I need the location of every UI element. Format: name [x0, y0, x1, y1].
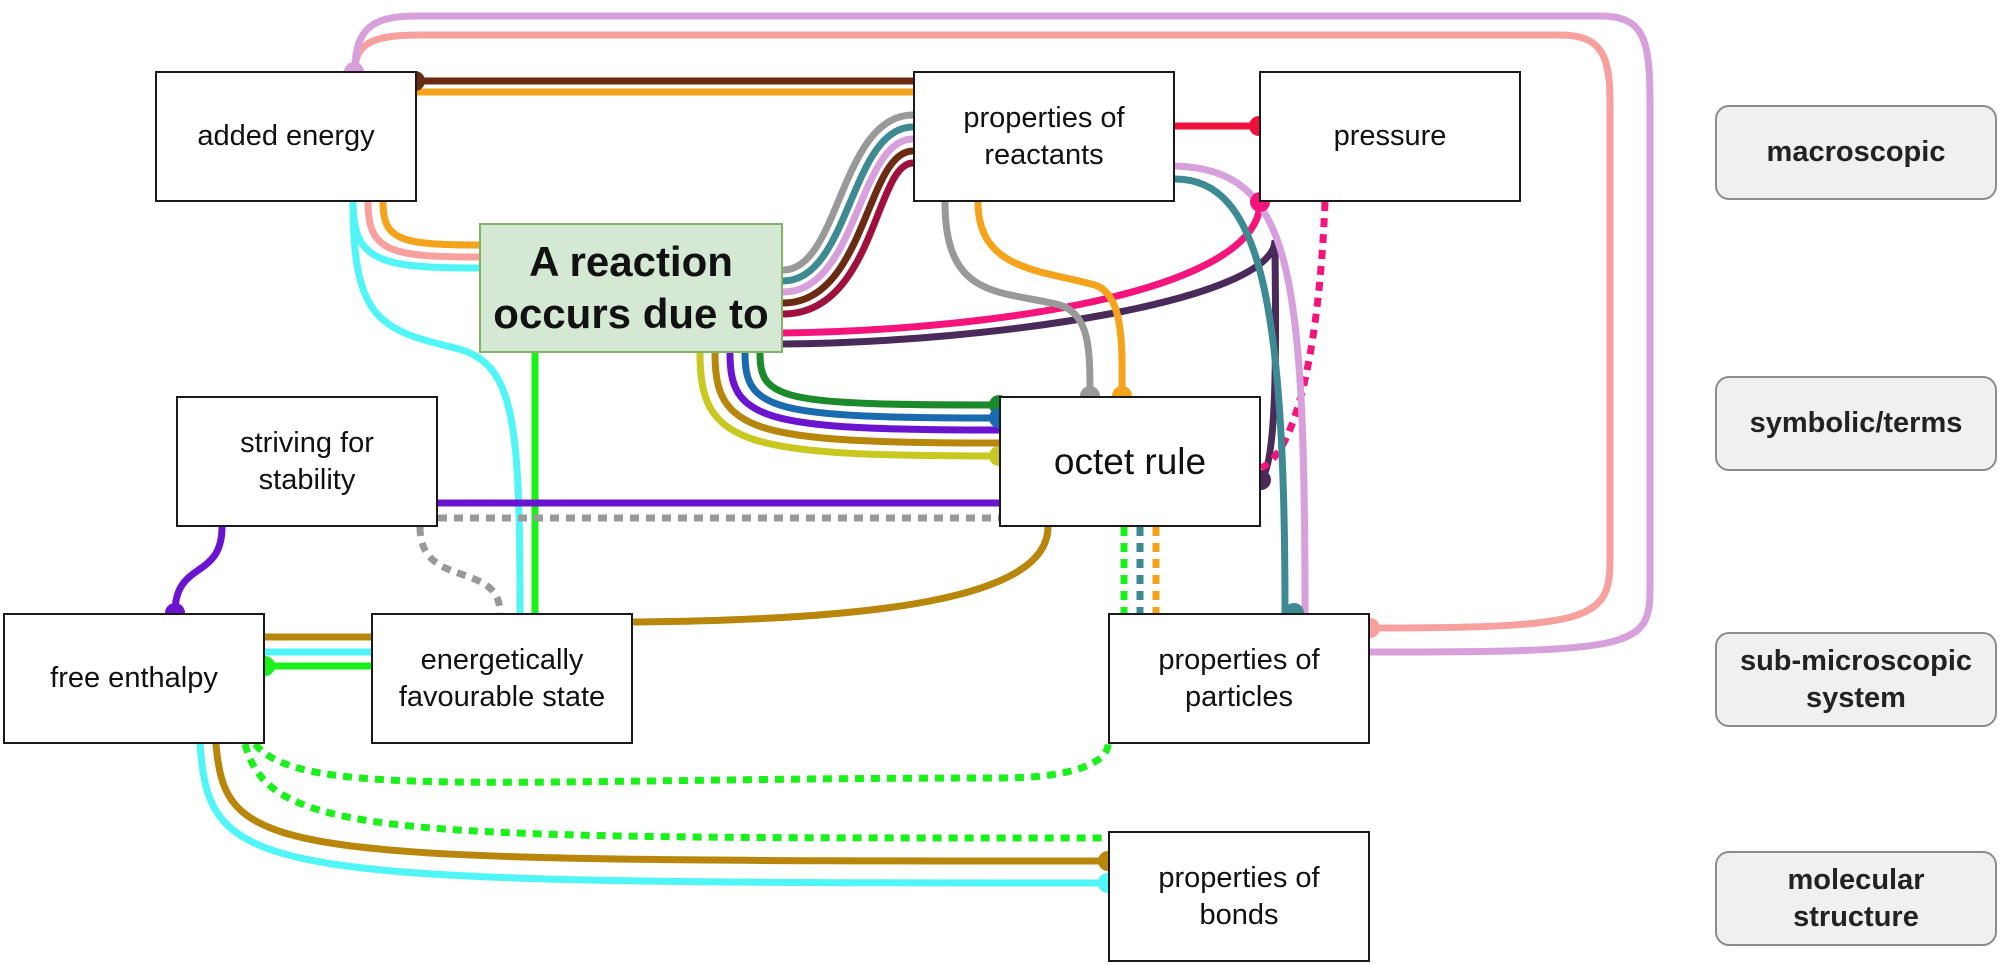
node-added-energy-label: added energy: [197, 120, 375, 152]
node-properties-of-particles: properties of particles: [1108, 613, 1370, 744]
link-energy-central-orange: [379, 198, 483, 249]
link-energy-favourable-cyan: [349, 198, 524, 617]
link-enthalpy-bonds-gold: [212, 740, 1112, 865]
link-central-octet-violet: [726, 349, 1003, 434]
node-pressure: pressure: [1259, 71, 1521, 202]
level-molecular-structure: molecular structure: [1715, 851, 1997, 946]
node-striving-for-stability: striving for stability: [176, 396, 438, 527]
node-free-enthalpy: free enthalpy: [3, 613, 265, 744]
link-loop-lilac: [351, 12, 1654, 656]
link-loop-salmon: [351, 31, 1614, 632]
link-central-octet-blue: [741, 349, 1003, 422]
link-central-reactants-teal: [779, 123, 917, 285]
link-central-octet-gold: [711, 349, 1003, 447]
link-central-octet-darkpurple: [779, 239, 1280, 484]
node-energetically-favourable-state: energetically favourable state: [371, 613, 633, 744]
link-central-octet-green: [756, 349, 1003, 409]
link-enthalpy-particles-green-dotted: [252, 741, 1112, 786]
node-pressure-label: pressure: [1333, 120, 1447, 152]
link-central-reactants-maroon: [779, 159, 917, 318]
link-striving-favourable-gray-dotted: [416, 526, 504, 614]
node-striving-for-stability-label: striving for stability: [240, 426, 374, 496]
link-pressure-octet-magenta-dotted: [1259, 201, 1329, 472]
node-energetically-favourable-state-label: energetically favourable state: [398, 643, 606, 713]
link-central-reactants-brown: [779, 147, 917, 307]
link-striving-enthalpy-violet: [171, 523, 226, 617]
link-reactants-octet-gray: [941, 198, 1094, 400]
node-added-energy: added energy: [155, 71, 417, 202]
link-reactants-particles-teal: [1171, 175, 1289, 617]
link-reactants-octet-orange: [974, 198, 1126, 400]
link-central-octet-olive: [696, 349, 1003, 460]
node-properties-of-bonds: properties of bonds: [1108, 831, 1370, 962]
central-node-reaction: A reaction occurs due to: [479, 223, 783, 353]
central-node-label: A reaction occurs due to: [493, 238, 769, 337]
link-energy-central-salmon: [364, 198, 483, 261]
link-octet-favourable-gold: [629, 523, 1052, 626]
node-free-enthalpy-label: free enthalpy: [50, 662, 218, 694]
node-properties-of-bonds-label: properties of bonds: [1158, 861, 1320, 931]
level-sub-microscopic-system: sub-microscopic system: [1715, 632, 1997, 727]
node-properties-of-reactants-label: properties of reactants: [963, 101, 1125, 171]
node-octet-rule: octet rule: [999, 396, 1261, 527]
level-macroscopic-label: macroscopic: [1766, 136, 1946, 168]
node-properties-of-particles-label: properties of particles: [1158, 643, 1320, 713]
link-central-reactants-gray: [779, 111, 917, 274]
link-enthalpy-bonds-green-dotted: [241, 743, 1109, 842]
level-symbolic-terms: symbolic/terms: [1715, 376, 1997, 471]
node-properties-of-reactants: properties of reactants: [913, 71, 1175, 202]
link-reactants-particles-lilac: [1171, 162, 1309, 617]
level-symbolic-terms-label: symbolic/terms: [1749, 407, 1963, 439]
node-octet-rule-label: octet rule: [1053, 441, 1207, 482]
link-enthalpy-bonds-cyan: [196, 740, 1112, 887]
level-macroscopic: macroscopic: [1715, 105, 1997, 200]
link-central-reactants-lilac: [779, 135, 917, 296]
level-molecular-structure-label: molecular structure: [1787, 863, 1925, 933]
level-sub-microscopic-system-label: sub-microscopic system: [1739, 644, 1973, 714]
